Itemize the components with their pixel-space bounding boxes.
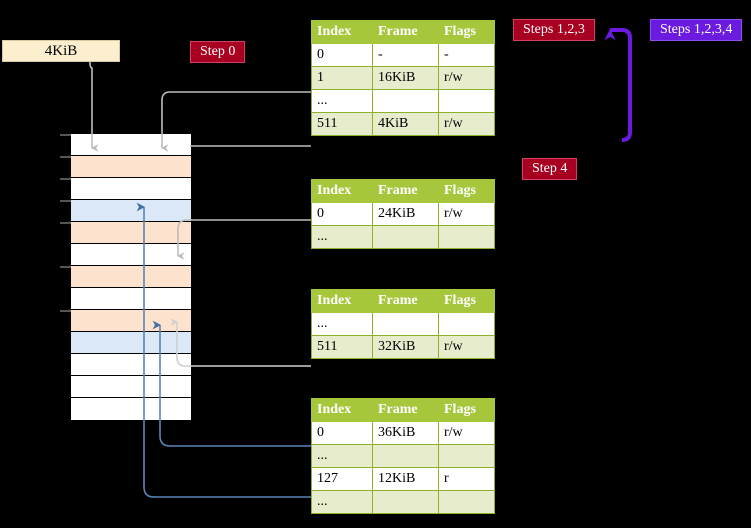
cell-flags: r/w xyxy=(438,112,495,136)
block-tick xyxy=(60,266,71,268)
cell-flags xyxy=(438,444,495,468)
memory-block-row xyxy=(71,156,191,178)
table-row: ... xyxy=(311,89,495,113)
cell-index: 0 xyxy=(311,202,373,226)
badge-steps-1234: Steps 1,2,3,4 xyxy=(650,19,743,41)
badge-steps-123: Steps 1,2,3 xyxy=(513,19,595,41)
table-row: ... xyxy=(311,312,495,336)
cell-index: 127 xyxy=(311,467,373,491)
link-t2r511-to-block xyxy=(170,318,311,367)
memory-block-row xyxy=(71,310,191,332)
column-header-frame: Frame xyxy=(372,398,439,422)
link-t3r0-to-block xyxy=(177,219,311,260)
block-tick xyxy=(60,156,71,158)
memory-block-row xyxy=(71,398,191,420)
cell-frame xyxy=(372,225,439,249)
column-header-index: Index xyxy=(311,179,373,203)
cell-frame xyxy=(372,444,439,468)
cell-index: ... xyxy=(311,89,373,113)
cell-frame xyxy=(372,89,439,113)
cell-index: ... xyxy=(311,490,373,514)
cell-frame: 24KiB xyxy=(372,202,439,226)
cell-index: ... xyxy=(311,225,373,249)
table-row: 0-- xyxy=(311,43,495,67)
badge-steps-123-text: Steps 1,2,3 xyxy=(523,22,585,37)
cell-frame: 36KiB xyxy=(372,421,439,445)
column-header-flags: Flags xyxy=(438,179,495,203)
memory-block-row xyxy=(71,244,191,266)
column-header-flags: Flags xyxy=(438,20,495,44)
memory-block-row xyxy=(71,266,191,288)
cell-flags xyxy=(438,312,495,336)
cell-flags xyxy=(438,490,495,514)
cell-flags: - xyxy=(438,43,495,67)
cell-index: 511 xyxy=(311,112,373,136)
memory-block-column xyxy=(70,133,191,420)
badge-steps-1234-text: Steps 1,2,3,4 xyxy=(660,22,733,37)
cell-index: 0 xyxy=(311,421,373,445)
block-tick xyxy=(60,310,71,312)
cell-index: ... xyxy=(311,444,373,468)
table-row: ... xyxy=(311,490,495,514)
size-label-box: 4KiB xyxy=(2,40,120,62)
memory-block-row xyxy=(71,376,191,398)
cell-flags xyxy=(438,225,495,249)
column-header-frame: Frame xyxy=(372,20,439,44)
cell-flags xyxy=(438,89,495,113)
table-row: ... xyxy=(311,225,495,249)
memory-block-row xyxy=(71,200,191,222)
cell-frame: 16KiB xyxy=(372,66,439,90)
table-row: ... xyxy=(311,444,495,468)
memory-block-row xyxy=(71,134,191,156)
cell-index: ... xyxy=(311,312,373,336)
badge-step-0-text: Step 0 xyxy=(200,44,236,59)
column-header-index: Index xyxy=(311,398,373,422)
column-header-flags: Flags xyxy=(438,289,495,313)
memory-block-row xyxy=(71,288,191,310)
block-tick xyxy=(60,134,71,136)
badge-step-4-text: Step 4 xyxy=(532,161,568,176)
cell-flags: r xyxy=(438,467,495,491)
cell-index: 511 xyxy=(311,335,373,359)
block-tick xyxy=(60,200,71,202)
block-tick xyxy=(60,222,71,224)
link-steps-bracket xyxy=(604,28,632,142)
cell-flags: r/w xyxy=(438,335,495,359)
cell-frame: 4KiB xyxy=(372,112,439,136)
column-header-index: Index xyxy=(311,289,373,313)
badge-step-0: Step 0 xyxy=(190,41,246,63)
cell-index: 1 xyxy=(311,66,373,90)
cell-index: 0 xyxy=(311,43,373,67)
cell-flags: r/w xyxy=(438,202,495,226)
memory-block-row xyxy=(71,354,191,376)
column-header-frame: Frame xyxy=(372,179,439,203)
cell-frame: 32KiB xyxy=(372,335,439,359)
column-header-flags: Flags xyxy=(438,398,495,422)
cell-frame: 12KiB xyxy=(372,467,439,491)
memory-block-row xyxy=(71,222,191,244)
column-header-frame: Frame xyxy=(372,289,439,313)
cell-frame: - xyxy=(372,43,439,67)
cell-flags: r/w xyxy=(438,66,495,90)
cell-flags: r/w xyxy=(438,421,495,445)
memory-block-row xyxy=(71,178,191,200)
size-label-text: 4KiB xyxy=(44,42,78,59)
badge-step-4: Step 4 xyxy=(522,158,578,180)
block-tick xyxy=(60,178,71,180)
cell-frame xyxy=(372,490,439,514)
memory-block-row xyxy=(71,332,191,354)
cell-frame xyxy=(372,312,439,336)
column-header-index: Index xyxy=(311,20,373,44)
